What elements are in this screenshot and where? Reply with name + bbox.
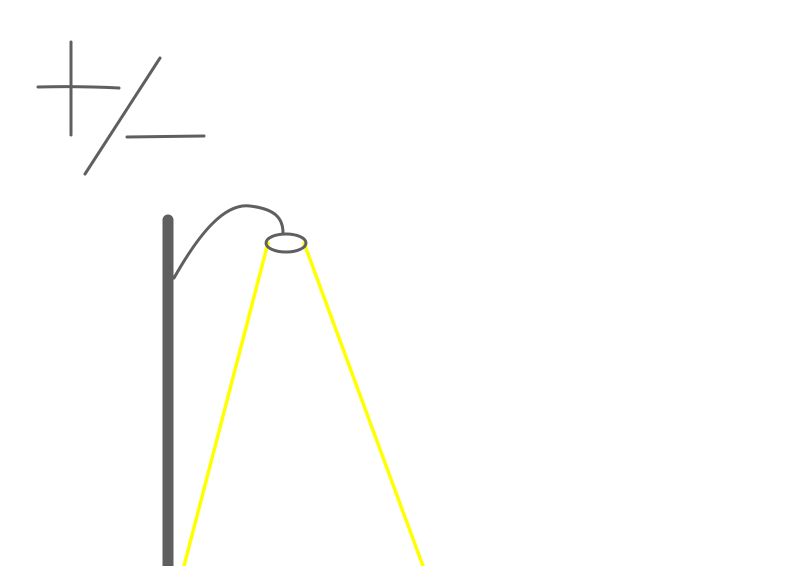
light-beam-right-edge — [302, 241, 425, 566]
minus-stroke — [125, 134, 206, 139]
street-lamp-icon — [162, 204, 425, 566]
light-beam-left-edge — [182, 241, 270, 566]
slash-stroke — [83, 56, 162, 176]
plus-slash-minus-icon — [36, 40, 206, 176]
lamp-head — [264, 232, 308, 254]
plus-horizontal-stroke — [36, 85, 121, 90]
lamp-arm — [172, 204, 285, 280]
